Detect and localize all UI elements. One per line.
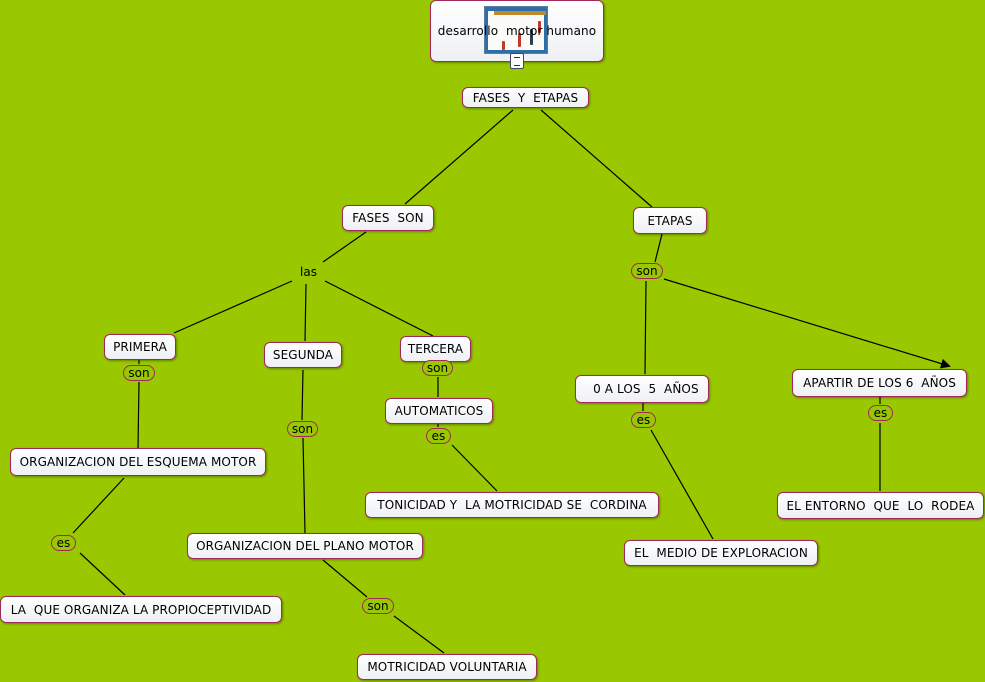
node-automaticos[interactable]: AUTOMATICOS <box>385 398 493 424</box>
node-cero-a-cinco-anos[interactable]: 0 A LOS 5 AÑOS <box>575 375 709 403</box>
link-es-propio <box>79 552 126 596</box>
root-node-desarrollo-motor[interactable]: desarrollo motor humano <box>430 0 604 69</box>
node-tonicidad[interactable]: TONICIDAD Y LA MOTRICIDAD SE CORDINA <box>365 492 659 518</box>
link-es-tonicidad <box>451 444 498 492</box>
link-label-es-cero: es <box>631 412 656 428</box>
link-son-esquema <box>137 381 140 449</box>
link-las-tercera <box>324 280 434 337</box>
link-label-son-etapas: son <box>631 263 663 279</box>
link-label-es-seis: es <box>868 405 893 421</box>
link-label-es-automaticos: es <box>426 428 451 444</box>
node-fases-son[interactable]: FASES SON <box>342 205 434 231</box>
node-segunda[interactable]: SEGUNDA <box>264 342 342 368</box>
root-node-label: desarrollo motor humano <box>437 24 597 38</box>
link-fasesson-las <box>322 231 367 263</box>
link-es-medio <box>650 429 714 540</box>
link-label-son-tercera: son <box>422 360 453 376</box>
link-label-son-segunda: son <box>287 421 318 437</box>
node-propioceptividad[interactable]: LA QUE ORGANIZA LA PROPIOCEPTIVIDAD <box>0 596 282 623</box>
link-label-las: las <box>300 265 317 279</box>
link-son-plano <box>302 437 306 534</box>
link-las-primera <box>173 280 293 334</box>
link-label-son-primera: son <box>123 365 155 381</box>
node-entorno[interactable]: EL ENTORNO QUE LO RODEA <box>777 492 984 519</box>
link-etapas-son <box>654 233 663 263</box>
link-son-motricidad <box>393 615 445 654</box>
node-primera[interactable]: PRIMERA <box>104 334 176 360</box>
node-medio-exploracion[interactable]: EL MEDIO DE EXPLORACION <box>624 540 818 566</box>
link-segunda-son <box>301 369 304 421</box>
link-fyE-fasesson <box>404 109 514 205</box>
link-son-seis <box>663 278 951 369</box>
link-label-son-plano: son <box>362 598 394 614</box>
link-las-segunda <box>304 283 307 342</box>
node-motricidad-voluntaria[interactable]: MOTRICIDAD VOLUNTARIA <box>357 654 537 680</box>
node-etapas[interactable]: ETAPAS <box>633 207 707 234</box>
node-organizacion-plano-motor[interactable]: ORGANIZACION DEL PLANO MOTOR <box>187 533 423 559</box>
node-fases-y-etapas[interactable]: FASES Y ETAPAS <box>462 87 589 108</box>
link-son-cero <box>644 280 647 375</box>
node-tercera[interactable]: TERCERA <box>400 336 471 362</box>
document-icon[interactable] <box>510 53 524 69</box>
link-fyE-etapas <box>540 109 653 208</box>
node-organizacion-esquema-motor[interactable]: ORGANIZACION DEL ESQUEMA MOTOR <box>10 448 266 476</box>
node-apartir-seis-anos[interactable]: APARTIR DE LOS 6 AÑOS <box>792 369 967 397</box>
link-plano-son <box>322 559 368 598</box>
link-esquema-es <box>72 477 125 534</box>
link-label-es-esquema: es <box>51 535 76 551</box>
